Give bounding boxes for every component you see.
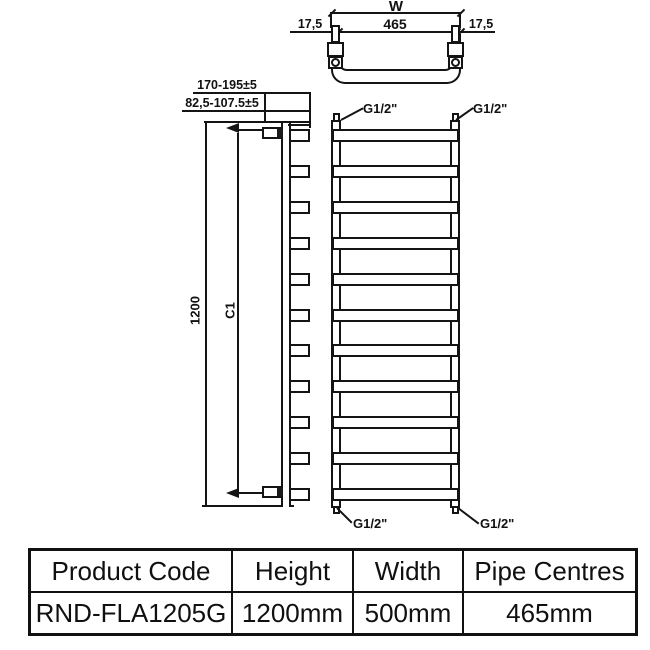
rung xyxy=(332,237,459,250)
table-cell: RND-FLA1205G xyxy=(28,591,233,636)
pipe-centres-dimension-label: 465 xyxy=(383,16,407,32)
bottom-vent-leader xyxy=(239,492,264,494)
rung xyxy=(332,344,459,357)
connection-size-label-bottom-left: G1/2" xyxy=(353,516,388,531)
rung xyxy=(332,165,459,178)
extension-line xyxy=(459,12,461,28)
right-valve-body xyxy=(447,42,464,57)
table-cell: 500mm xyxy=(352,591,464,636)
bottom-vent-arrow-icon xyxy=(226,488,239,498)
top-left-connection-stub xyxy=(333,113,340,122)
side-top-edge xyxy=(204,121,296,123)
table-header-cell: Pipe Centres xyxy=(462,548,638,593)
top-vent-arrow-icon xyxy=(226,123,239,133)
rung xyxy=(332,309,459,322)
connection-size-label-top-left: G1/2" xyxy=(363,101,398,116)
width-dimension-label: W xyxy=(388,0,404,15)
rung xyxy=(332,416,459,429)
table-cell: 465mm xyxy=(462,591,638,636)
top-bracket-arm xyxy=(288,124,311,126)
height-dimension-label: 1200 xyxy=(187,296,203,325)
right-valve-screw-icon xyxy=(451,58,460,67)
connection-size-label-bottom-right: G1/2" xyxy=(480,516,515,531)
left-pipe xyxy=(331,25,340,43)
pipe-depth-dimension-label: 82,5-107.5±5 xyxy=(185,96,259,110)
rung xyxy=(332,201,459,214)
rung xyxy=(332,488,459,501)
offset-dimension-line xyxy=(290,31,495,33)
side-tube-profile xyxy=(281,121,291,507)
radiator-plan-inner-tube xyxy=(338,34,454,71)
leader-line xyxy=(340,107,364,121)
extension-line xyxy=(264,92,266,112)
rung xyxy=(332,129,459,142)
top-air-vent-plug xyxy=(277,129,283,137)
side-bottom-edge xyxy=(202,505,294,507)
width-dimension-line xyxy=(331,12,461,14)
height-dimension-line xyxy=(205,121,207,507)
table-header-cell: Width xyxy=(352,548,464,593)
rung xyxy=(332,380,459,393)
rung xyxy=(332,273,459,286)
pipe-depth-dimension-line xyxy=(182,110,266,112)
centres-dimension-line xyxy=(237,133,239,497)
extension-line xyxy=(330,12,332,28)
bracket-depth-dimension-line xyxy=(193,92,311,94)
left-valve-body xyxy=(327,42,344,57)
top-vent-leader xyxy=(239,129,264,131)
leader-line xyxy=(457,507,480,525)
bracket-depth-dimension-label: 170-195±5 xyxy=(197,78,257,92)
table-header-cell: Height xyxy=(231,548,354,593)
right-offset-label: 17,5 xyxy=(468,17,494,31)
leader-line xyxy=(336,507,353,524)
table-header-cell: Product Code xyxy=(28,548,233,593)
left-offset-label: 17,5 xyxy=(297,17,323,31)
connection-size-label-top-right: G1/2" xyxy=(473,101,508,116)
bottom-air-vent-plug xyxy=(277,488,283,496)
right-pipe xyxy=(451,25,460,43)
centres-dimension-label: C1 xyxy=(222,302,238,319)
left-valve-screw-icon xyxy=(331,58,340,67)
top-wall-bracket xyxy=(264,110,311,123)
rung xyxy=(332,452,459,465)
table-cell: 1200mm xyxy=(231,591,354,636)
